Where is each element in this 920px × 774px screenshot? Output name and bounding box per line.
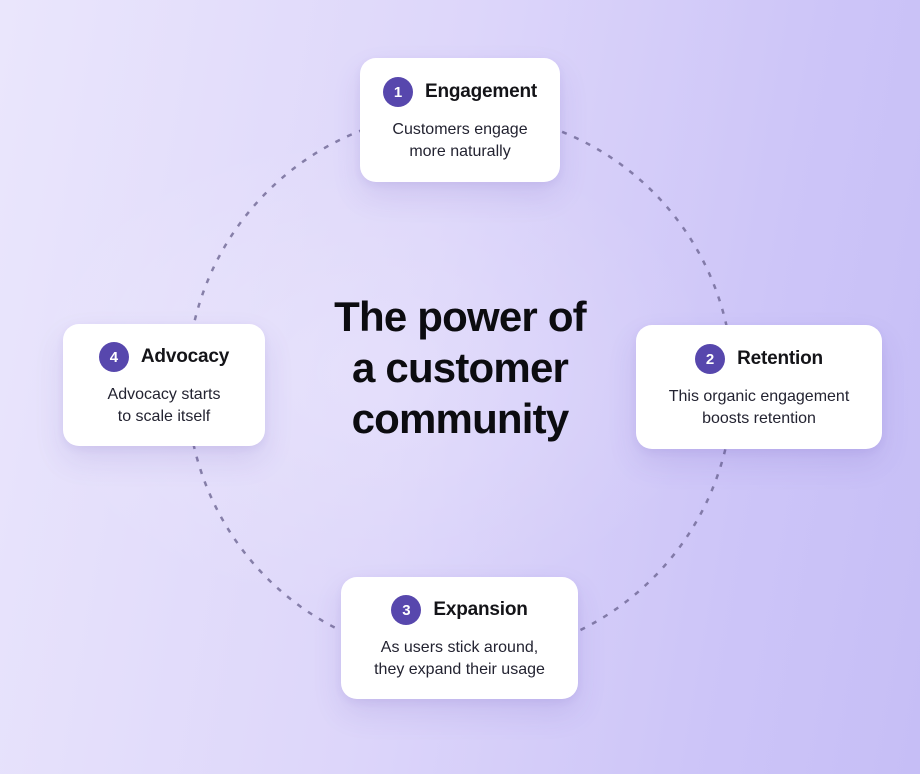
card-advocacy-header: 4 Advocacy [98, 342, 230, 372]
card-retention-header: 2 Retention [695, 344, 823, 374]
step-number-badge: 2 [695, 344, 726, 374]
card-expansion-header: 3 Expansion [391, 595, 528, 625]
card-retention: 2 Retention This organic engagement boos… [636, 325, 882, 449]
card-title: Retention [737, 348, 823, 369]
card-title: Expansion [433, 599, 528, 620]
card-description: Advocacy starts to scale itself [107, 386, 221, 425]
card-description: Customers engage more naturally [392, 121, 528, 160]
card-title: Engagement [424, 81, 538, 102]
step-number-badge: 3 [391, 595, 422, 625]
step-number-badge: 1 [382, 77, 413, 107]
card-description: As users stick around, they expand their… [374, 639, 545, 678]
diagram-title: The power of a customer community [334, 293, 587, 442]
card-advocacy: 4 Advocacy Advocacy starts to scale itse… [63, 324, 265, 446]
card-engagement-header: 1 Engagement [382, 77, 538, 107]
step-number-badge: 4 [98, 342, 129, 372]
card-expansion: 3 Expansion As users stick around, they … [341, 577, 578, 699]
card-description: This organic engagement boosts retention [668, 388, 850, 427]
card-title: Advocacy [140, 346, 230, 367]
card-engagement: 1 Engagement Customers engage more natur… [360, 58, 560, 182]
